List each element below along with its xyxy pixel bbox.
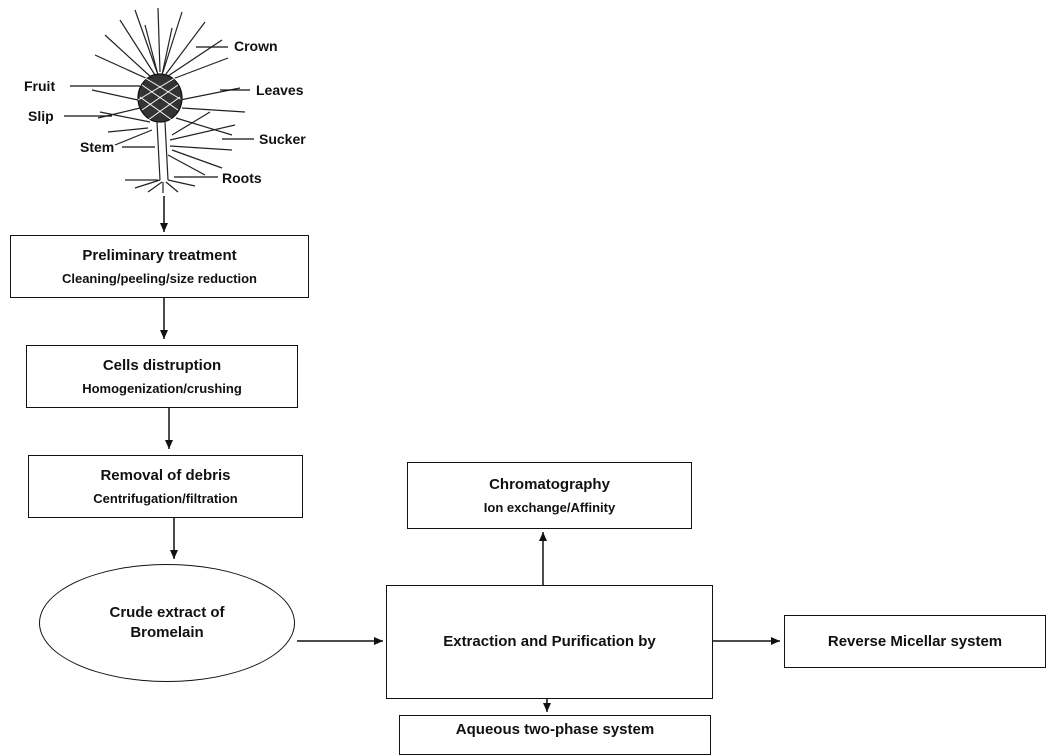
extraction-title: Extraction and Purification by: [443, 633, 656, 650]
extraction-purification-box: Extraction and Purification by: [386, 585, 713, 699]
disruption-title: Cells distruption: [102, 356, 222, 374]
leaves-label: Leaves: [256, 82, 304, 98]
removal-title: Removal of debris: [100, 466, 231, 484]
crude-line2: Bromelain: [130, 624, 204, 641]
crude-line1: Crude extract of: [109, 604, 225, 621]
removal-of-debris-box: Removal of debris Centrifugation/filtrat…: [28, 455, 303, 518]
aqueous-two-phase-box: Aqueous two-phase system: [399, 715, 711, 755]
disruption-detail: Homogenization/crushing: [82, 380, 242, 396]
cells-disruption-box: Cells distruption Homogenization/crushin…: [26, 345, 298, 408]
removal-detail: Centrifugation/filtration: [93, 490, 238, 506]
micellar-title: Reverse Micellar system: [827, 632, 1003, 650]
crown-label: Crown: [234, 38, 278, 54]
chromatography-detail: Ion exchange/Affinity: [483, 499, 616, 515]
preliminary-treatment-box: Preliminary treatment Cleaning/peeling/s…: [10, 235, 309, 298]
chromatography-box: Chromatography Ion exchange/Affinity: [407, 462, 692, 529]
crude-extract-ellipse: Crude extract of Bromelain: [39, 564, 295, 682]
pineapple-plant-illustration: [91, 7, 246, 193]
slip-label: Slip: [28, 108, 54, 124]
preliminary-title: Preliminary treatment: [82, 246, 237, 264]
chromatography-title: Chromatography: [489, 475, 610, 493]
flow-connectors: [64, 7, 780, 712]
aqueous-title: Aqueous two-phase system: [455, 721, 655, 738]
fruit-label: Fruit: [24, 78, 56, 94]
reverse-micellar-box: Reverse Micellar system: [784, 615, 1046, 668]
preliminary-detail: Cleaning/peeling/size reduction: [61, 270, 258, 286]
stem-label: Stem: [80, 139, 115, 155]
roots-label: Roots: [222, 170, 262, 186]
sucker-label: Sucker: [259, 131, 306, 147]
